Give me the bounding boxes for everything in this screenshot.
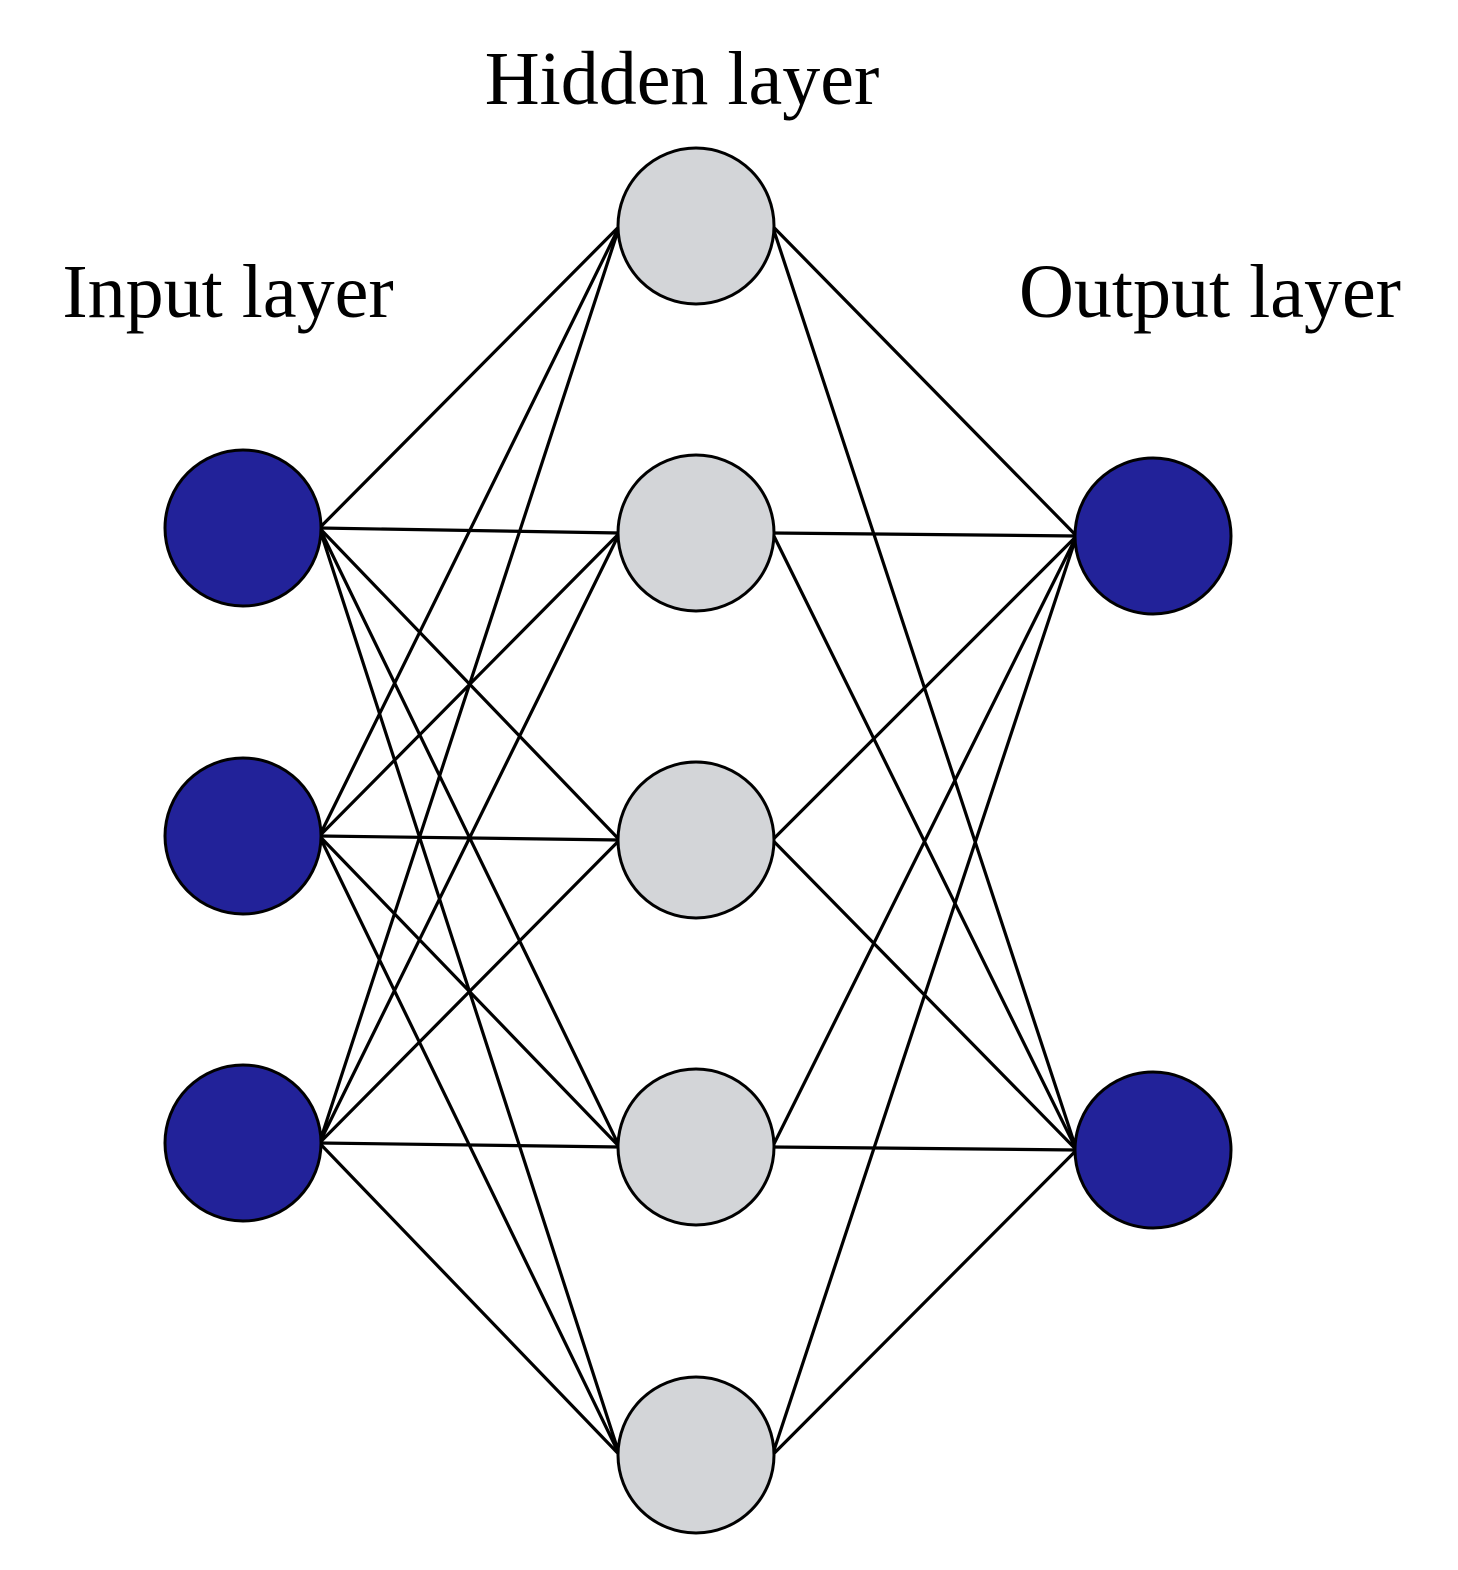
hidden-node-3 bbox=[616, 760, 776, 920]
edge-hidden-4-to-output-2 bbox=[770, 1145, 1079, 1152]
edge-hidden-2-to-output-1 bbox=[770, 531, 1079, 538]
hidden-node-4 bbox=[616, 1067, 776, 1227]
edge-input-2-to-hidden-1 bbox=[317, 224, 622, 838]
edge-hidden-5-to-output-1 bbox=[770, 534, 1079, 1457]
hidden-node-1 bbox=[616, 146, 776, 306]
edge-hidden-1-to-output-1 bbox=[770, 224, 1079, 538]
edge-hidden-3-to-output-1 bbox=[770, 534, 1079, 842]
output-node-1 bbox=[1073, 456, 1233, 616]
edge-input-3-to-hidden-1 bbox=[317, 224, 622, 1145]
nodes bbox=[163, 146, 1233, 1535]
input-node-2 bbox=[163, 756, 323, 916]
edge-input-3-to-hidden-2 bbox=[317, 531, 622, 1145]
edge-input-3-to-hidden-3 bbox=[317, 838, 622, 1145]
edge-input-3-to-hidden-5 bbox=[317, 1141, 622, 1457]
hidden-layer-label: Hidden layer bbox=[485, 37, 880, 121]
input-layer-label: Input layer bbox=[62, 250, 393, 334]
output-node-2 bbox=[1073, 1070, 1233, 1230]
output-layer-label: Output layer bbox=[1019, 250, 1401, 334]
input-node-1 bbox=[163, 448, 323, 608]
edge-hidden-4-to-output-1 bbox=[770, 534, 1079, 1149]
connections bbox=[317, 224, 1079, 1457]
edge-input-1-to-hidden-1 bbox=[317, 224, 622, 530]
hidden-node-2 bbox=[616, 453, 776, 613]
hidden-node-5 bbox=[616, 1375, 776, 1535]
edge-hidden-5-to-output-2 bbox=[770, 1148, 1079, 1457]
input-node-3 bbox=[163, 1063, 323, 1223]
edge-input-3-to-hidden-4 bbox=[317, 1141, 622, 1149]
